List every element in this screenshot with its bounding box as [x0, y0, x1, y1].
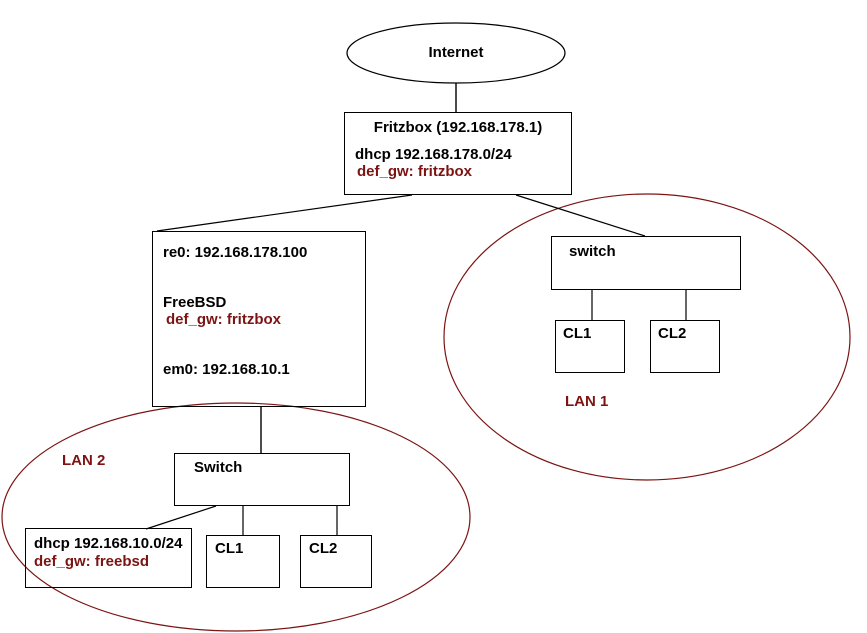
lan2-dhcp-label: dhcp 192.168.10.0/24: [34, 535, 183, 552]
freebsd-os: FreeBSD: [163, 293, 227, 311]
freebsd-wan-iface: re0: 192.168.178.100: [163, 244, 308, 261]
fritzbox-node[interactable]: Fritzbox (192.168.178.1) dhcp 192.168.17…: [344, 112, 572, 195]
lan1-client-cl1-label: CL1: [563, 325, 592, 342]
edge-lan2-switch-dhcp: [145, 505, 217, 530]
lan2-label: LAN 2: [62, 452, 106, 469]
lan2-client-cl1-label: CL1: [215, 540, 244, 557]
lan1-label: LAN 1: [565, 393, 609, 410]
lan1-ellipse: [443, 193, 851, 481]
lan1-switch-node[interactable]: switch: [551, 236, 741, 290]
lan2-def-gw: def_gw: freebsd: [34, 552, 150, 570]
fritzbox-def-gw: def_gw: fritzbox: [357, 163, 472, 181]
lan2-client-cl2-label: CL2: [309, 540, 338, 557]
lan1-client-cl2-label: CL2: [658, 325, 687, 342]
lan2-client-cl2[interactable]: CL2: [300, 535, 372, 588]
internet-label: Internet: [428, 44, 484, 61]
fritzbox-title: Fritzbox (192.168.178.1): [373, 119, 543, 136]
edge-fritzbox-lan1-switch: [515, 194, 646, 237]
lan1-client-cl1[interactable]: CL1: [555, 320, 625, 373]
lan2-switch-node[interactable]: Switch: [174, 453, 350, 506]
lan1-switch-label: switch: [569, 243, 616, 260]
freebsd-lan-iface: em0: 192.168.10.1: [163, 361, 290, 379]
lan2-switch-label: Switch: [194, 459, 243, 476]
lan2-dhcp-node[interactable]: dhcp 192.168.10.0/24 def_gw: freebsd: [25, 528, 192, 588]
edge-fritzbox-freebsd: [156, 194, 413, 232]
lan1-client-cl2[interactable]: CL2: [650, 320, 720, 373]
lan2-ellipse: [1, 402, 471, 632]
lan2-client-cl1[interactable]: CL1: [206, 535, 280, 588]
freebsd-node[interactable]: re0: 192.168.178.100 FreeBSD def_gw: fri…: [152, 231, 366, 407]
freebsd-def-gw: def_gw: fritzbox: [166, 311, 281, 329]
fritzbox-dhcp: dhcp 192.168.178.0/24: [355, 145, 512, 163]
